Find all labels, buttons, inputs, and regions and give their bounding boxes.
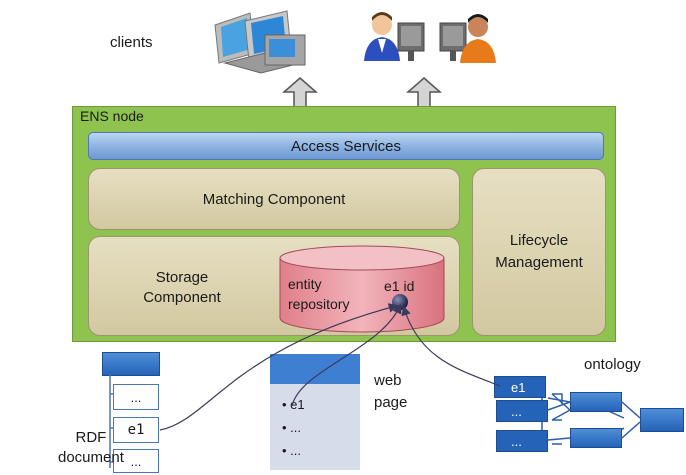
- rdf-tree-connector: [109, 374, 114, 468]
- web-page-item: • ...: [282, 443, 302, 458]
- entity-id-label: e1 id: [384, 278, 415, 294]
- desktop-computers-icon: [214, 10, 306, 74]
- ontology-node: [640, 408, 684, 432]
- web-page-label: web page: [374, 372, 408, 411]
- access-services-label: Access Services: [290, 137, 402, 155]
- ontology-node: [570, 392, 622, 412]
- rdf-root-node: [102, 352, 160, 376]
- ontology-item: ...: [496, 430, 548, 452]
- matching-component-box: Matching Component: [88, 168, 460, 230]
- rdf-item: ...: [113, 449, 159, 473]
- users-at-computers-icon: [364, 12, 496, 63]
- matching-component-label: Matching Component: [202, 190, 346, 208]
- ens-node-label: ENS node: [80, 108, 144, 124]
- ontology-connectors: [541, 393, 625, 445]
- web-page-header: [270, 354, 360, 384]
- ontology-edges: [547, 397, 641, 441]
- rdf-document-label: RDF document: [58, 429, 124, 466]
- rdf-item: e1: [113, 417, 159, 443]
- ontology-item: ...: [496, 400, 548, 422]
- lifecycle-management-label: Lifecycle Management: [495, 232, 583, 271]
- rdf-item: ...: [113, 384, 159, 410]
- ontology-label: ontology: [584, 356, 641, 373]
- clients-label: clients: [110, 34, 153, 51]
- access-services-box: Access Services: [88, 132, 604, 160]
- entity-repository-label: entity repository: [288, 276, 350, 312]
- lifecycle-management-box: Lifecycle Management: [472, 168, 606, 336]
- ontology-item: e1: [494, 376, 546, 398]
- ontology-node: [570, 428, 622, 448]
- web-page-item: • ...: [282, 420, 302, 435]
- storage-component-label: Storage Component: [143, 269, 221, 306]
